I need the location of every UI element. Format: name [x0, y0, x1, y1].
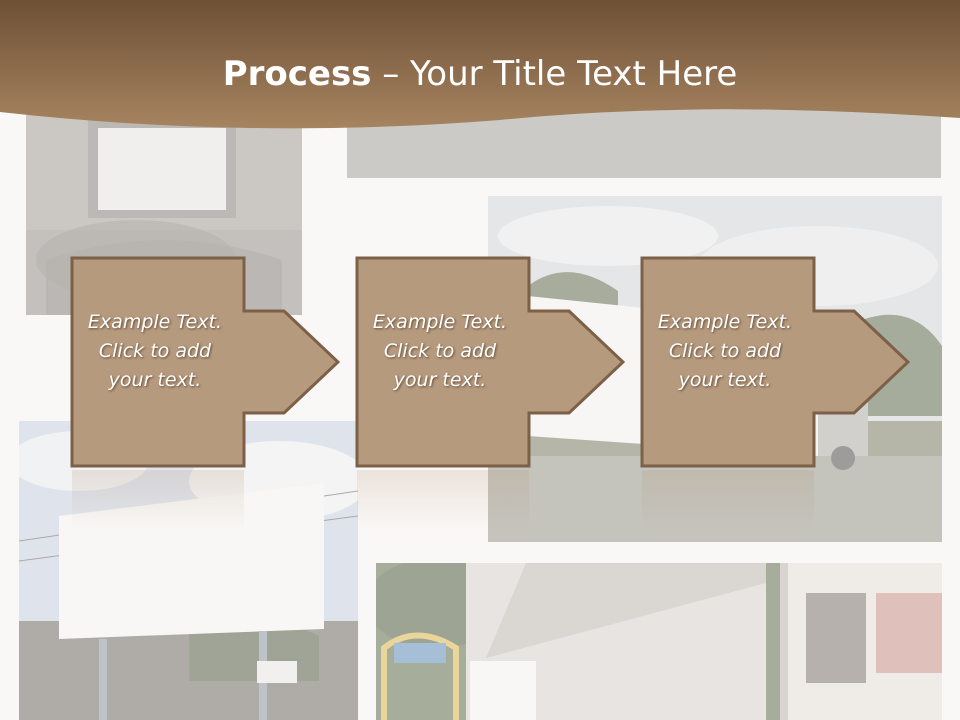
- step-text[interactable]: Example Text. Click to add your text.: [372, 311, 508, 391]
- step-3-reflection: [640, 470, 910, 530]
- page-title: Process – Your Title Text Here: [0, 50, 960, 98]
- title-rest: – Your Title Text Here: [371, 54, 738, 94]
- step-1-reflection: [70, 470, 340, 530]
- header-banner: [0, 0, 960, 140]
- title-bold: Process: [222, 54, 372, 94]
- step-text[interactable]: Example Text. Click to add your text.: [657, 311, 793, 391]
- step-2-reflection: [355, 470, 625, 530]
- process-step-3[interactable]: Example Text. Click to add your text.: [640, 256, 910, 468]
- process-step-1[interactable]: Example Text. Click to add your text.: [70, 256, 340, 468]
- process-step-2[interactable]: Example Text. Click to add your text.: [355, 256, 625, 468]
- arrow-shape-icon: [355, 256, 625, 468]
- step-text[interactable]: Example Text. Click to add your text.: [87, 311, 223, 391]
- arrow-shape-icon: [640, 256, 910, 468]
- arrow-shape-icon: [70, 256, 340, 468]
- photo-bus-stop-shelter: [376, 563, 942, 720]
